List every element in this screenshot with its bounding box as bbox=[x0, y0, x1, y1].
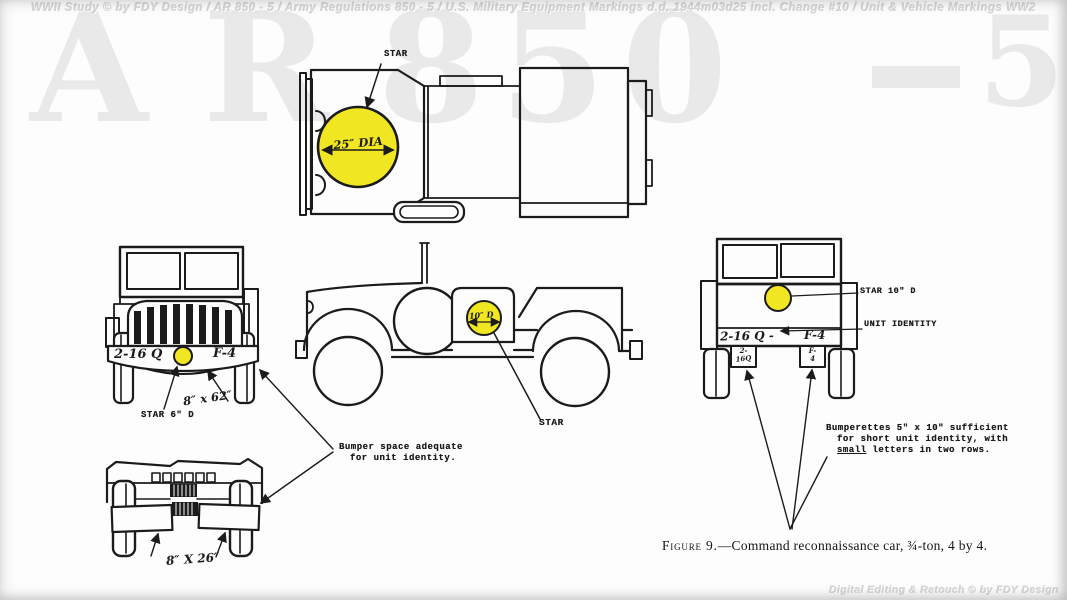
figure-caption: Figure 9.—Command reconnaissance car, ¾-… bbox=[662, 538, 987, 554]
front-view-drawing bbox=[105, 245, 334, 450]
watermark-5: 5 bbox=[978, 0, 1065, 135]
top-view-drawing bbox=[299, 63, 653, 224]
figure-caption-text: —Command reconnaissance car, ¾-ton, 4 by… bbox=[717, 538, 988, 553]
side-view-star-label: STAR bbox=[539, 417, 564, 428]
watermark-ar: AR bbox=[30, 0, 385, 157]
bumperette-note-line3-rest: letters in two rows. bbox=[866, 445, 991, 455]
footer-watermark-text: Digital Editing & Retouch © by FDY Desig… bbox=[829, 584, 1059, 596]
bumperette-left-line1: 2- bbox=[739, 346, 748, 355]
front-view-star-marking bbox=[173, 346, 193, 366]
bumperette-note-line3: small letters in two rows. bbox=[837, 445, 1009, 456]
side-view-drawing bbox=[295, 242, 643, 420]
watermark-dash bbox=[872, 66, 960, 88]
rear-bumperette-right-marking: F- 4 bbox=[800, 347, 825, 363]
rear-bumperette-left-marking: 2- 16Q bbox=[731, 346, 756, 364]
front-bumper-left-marking: 2-16 Q bbox=[114, 347, 163, 362]
top-view-star-label: STAR bbox=[384, 49, 408, 59]
front-star-label: STAR 6″ D bbox=[141, 410, 195, 420]
bumperette-note-underlined-word: small bbox=[837, 445, 867, 455]
rear-star-label: STAR 10″ D bbox=[860, 286, 917, 296]
rear-unit-identity-right: F-4 bbox=[804, 328, 826, 342]
rear-view-star-marking bbox=[764, 284, 792, 312]
rear-view-drawing bbox=[700, 237, 863, 530]
bumperette-note-line1: Bumperettes 5″ x 10″ sufficient bbox=[826, 423, 1009, 433]
bumperette-right-line2: 4 bbox=[810, 354, 815, 363]
bumper-space-note: Bumper space adequate for unit identity. bbox=[339, 442, 463, 464]
bumperette-note: Bumperettes 5″ x 10″ sufficient for shor… bbox=[826, 423, 1009, 456]
watermark-850: 850 bbox=[378, 0, 744, 157]
bumper-note-line2: for unit identity. bbox=[350, 453, 457, 463]
bumperette-right-line1: F- bbox=[808, 346, 817, 355]
rear-unit-identity-left: 2-16 Q - bbox=[719, 328, 774, 344]
rear-chassis-view-drawing bbox=[105, 451, 334, 558]
front-bumper-right-marking: F-4 bbox=[213, 346, 237, 361]
rear-unit-identity-label: UNIT IDENTITY bbox=[864, 319, 937, 329]
header-watermark-text: WWII Study © by FDY Design / AR 850 - 5 … bbox=[31, 2, 1036, 14]
side-view-diameter-label: 10″ D bbox=[468, 309, 494, 321]
bumperette-left-line2: 16Q bbox=[735, 353, 752, 364]
figure-caption-label: Figure 9. bbox=[662, 538, 718, 553]
bumper-note-line1: Bumper space adequate bbox=[339, 442, 463, 452]
bumperette-note-line2: for short unit identity, with bbox=[837, 434, 1009, 444]
